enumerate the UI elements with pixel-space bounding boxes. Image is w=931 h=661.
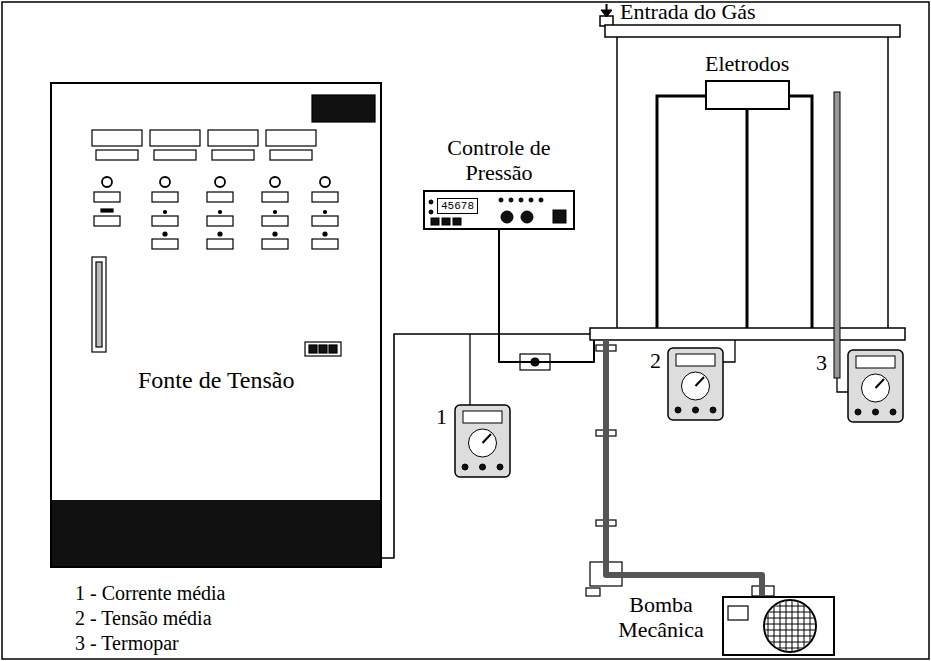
key-entry: 1 - Corrente média [75, 582, 226, 605]
callout-number: 3 [816, 350, 827, 375]
cabinet-panel [50, 95, 382, 568]
key-entry: 3 - Termopar [75, 632, 179, 655]
node-heading: Controle de Pressão [434, 135, 564, 186]
meter-wires [470, 334, 848, 405]
vacuum-hose [606, 340, 762, 596]
node-label: Fonte de Tensão [138, 367, 295, 395]
callout-number: 1 [436, 404, 447, 429]
mechanical-pump: Bomba Mecânica [722, 596, 835, 656]
pressure-controller: Controle de Pressão45678 [423, 190, 575, 230]
node-label: Bomba Mecânica [608, 592, 714, 643]
power-cable [382, 334, 590, 558]
multimeter [848, 350, 903, 422]
controller-panel [429, 198, 566, 225]
node-heading: Eletrodos [705, 51, 789, 76]
electrode-holder: Eletrodos [705, 80, 790, 110]
sensor-cable [499, 230, 594, 362]
gas-inlet-label: Entrada do Gás [620, 0, 756, 24]
vacuum-chamber-drawing [590, 4, 905, 378]
key-entry: 2 - Tensão média [75, 607, 212, 630]
power-supply-cabinet: Fonte de Tensão [50, 82, 382, 568]
callout-number: 2 [650, 348, 661, 373]
multimeter [455, 405, 510, 477]
vacuum-chamber: EletrodosEntrada do Gás [590, 25, 905, 340]
display-readout: 45678 [437, 198, 478, 214]
multimeter [668, 348, 723, 420]
